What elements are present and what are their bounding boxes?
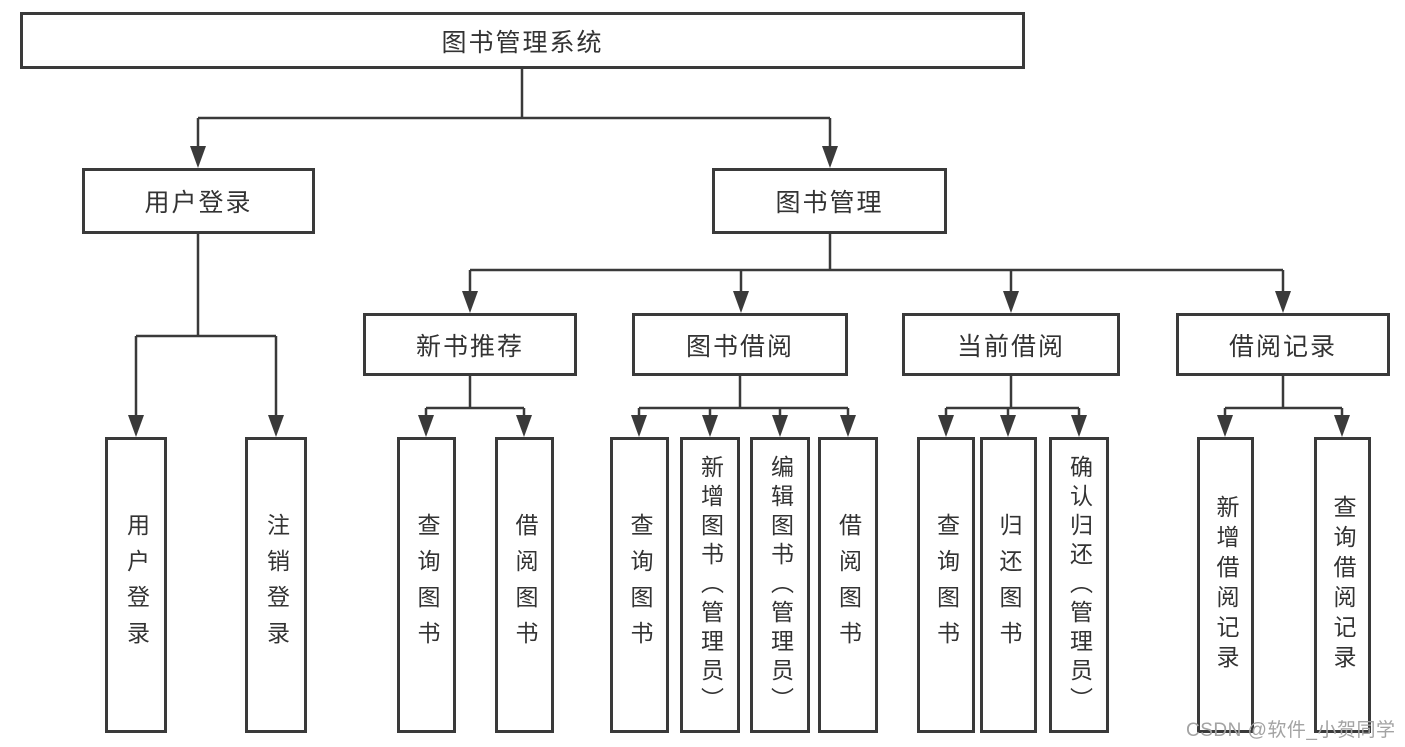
- leaf-user-login-label: 用户登录: [123, 513, 150, 657]
- node-book-borrow: 图书借阅: [632, 313, 848, 376]
- leaf-query-book-recommend-label: 查询图书: [414, 513, 440, 657]
- leaf-query-borrow-record: 查询借阅记录: [1314, 437, 1371, 733]
- leaf-edit-book-label: 编辑图书（管理员）: [767, 454, 794, 716]
- leaf-add-borrow-record: 新增借阅记录: [1197, 437, 1254, 733]
- node-user-login-label: 用户登录: [144, 189, 253, 217]
- leaf-return-book-label: 归还图书: [996, 513, 1022, 657]
- leaf-add-book-label: 新增图书（管理员）: [697, 454, 724, 716]
- leaf-logout: 注销登录: [245, 437, 307, 733]
- leaf-confirm-return: 确认归还（管理员）: [1049, 437, 1109, 733]
- connector-book-management-to-level3: [462, 234, 1291, 313]
- node-book-management: 图书管理: [712, 168, 947, 234]
- leaf-query-book-borrow: 查询图书: [610, 437, 669, 733]
- node-current-borrow-label: 当前借阅: [956, 332, 1065, 361]
- connector-new-book-to-leaves: [418, 376, 532, 437]
- leaf-query-book-current: 查询图书: [917, 437, 975, 733]
- leaf-user-login: 用户登录: [105, 437, 167, 733]
- leaf-borrow-book-borrow-label: 借阅图书: [835, 513, 862, 657]
- node-new-book-recommend: 新书推荐: [363, 313, 577, 376]
- node-root-label: 图书管理系统: [441, 28, 604, 57]
- connector-user-login-to-leaves: [128, 234, 284, 437]
- leaf-query-borrow-record-label: 查询借阅记录: [1330, 495, 1356, 675]
- leaf-borrow-book-borrow: 借阅图书: [818, 437, 878, 733]
- leaf-add-book: 新增图书（管理员）: [680, 437, 740, 733]
- leaf-logout-label: 注销登录: [263, 513, 290, 657]
- connector-borrow-records-to-leaves: [1217, 376, 1350, 437]
- node-book-management-label: 图书管理: [775, 189, 884, 217]
- leaf-query-book-recommend: 查询图书: [397, 437, 456, 733]
- leaf-add-borrow-record-label: 新增借阅记录: [1213, 495, 1239, 675]
- node-book-borrow-label: 图书借阅: [685, 332, 794, 361]
- connector-current-borrow-to-leaves: [938, 376, 1087, 437]
- leaf-edit-book: 编辑图书（管理员）: [750, 437, 810, 733]
- node-new-book-recommend-label: 新书推荐: [415, 332, 524, 361]
- leaf-query-book-borrow-label: 查询图书: [627, 513, 653, 657]
- node-current-borrow: 当前借阅: [902, 313, 1120, 376]
- watermark: CSDN @软件_小贺同学: [1186, 720, 1396, 741]
- node-user-login: 用户登录: [82, 168, 315, 234]
- node-borrow-records-label: 借阅记录: [1228, 332, 1337, 361]
- node-borrow-records: 借阅记录: [1176, 313, 1390, 376]
- connector-root-to-level2: [190, 69, 838, 168]
- connector-book-borrow-to-leaves: [631, 376, 856, 437]
- leaf-borrow-book-recommend: 借阅图书: [495, 437, 554, 733]
- leaf-confirm-return-label: 确认归还（管理员）: [1066, 454, 1093, 716]
- leaf-query-book-current-label: 查询图书: [933, 513, 960, 657]
- node-root: 图书管理系统: [20, 12, 1025, 69]
- leaf-return-book: 归还图书: [980, 437, 1037, 733]
- leaf-borrow-book-recommend-label: 借阅图书: [512, 513, 538, 657]
